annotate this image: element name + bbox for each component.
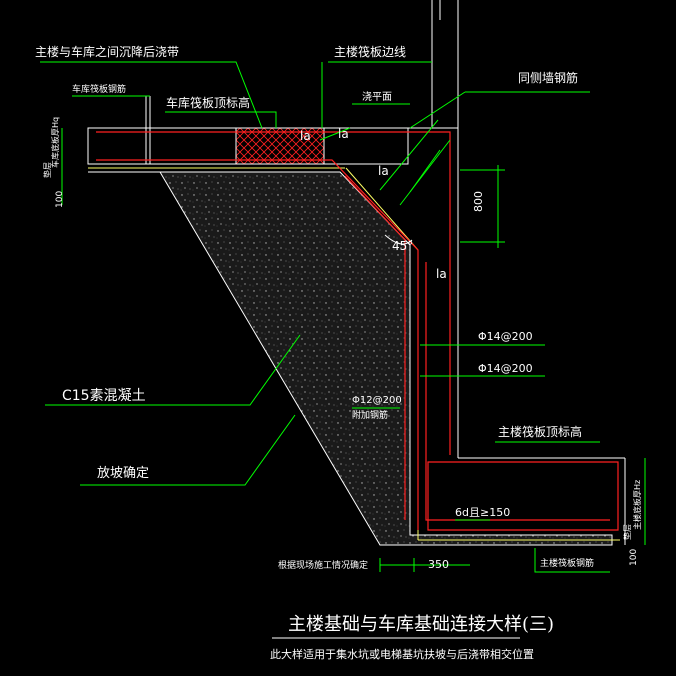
concrete-mass xyxy=(159,171,613,546)
label-same-wall-rebar: 同侧墙钢筋 xyxy=(518,70,578,85)
dim-right-cushion: 100 xyxy=(629,549,639,566)
dim-left-cushion: 100 xyxy=(55,191,65,208)
dim-vertical: 800 xyxy=(472,191,485,212)
dim-horizontal: 350 xyxy=(428,558,449,571)
label-slope: 放坡确定 xyxy=(97,466,149,481)
right-side-note-1: 垫层 xyxy=(622,524,632,540)
label-main-raft-top: 主楼筏板顶标高 xyxy=(498,424,582,439)
label-site-condition: 根据现场施工情况确定 xyxy=(278,559,368,571)
label-rebar-2: Φ14@200 xyxy=(478,362,533,375)
drawing-title: 主楼基础与车库基础连接大样(三) xyxy=(288,614,554,635)
rebar-lines xyxy=(96,131,619,531)
label-main-raft-edge: 主楼筏板边线 xyxy=(334,44,406,59)
label-la-1: la xyxy=(300,129,311,143)
label-pour-top: 浇平面 xyxy=(362,90,392,103)
label-lap-length: 6d且≥150 xyxy=(455,506,510,519)
label-la-4: la xyxy=(436,267,447,281)
garage-slab xyxy=(87,96,409,173)
label-rebar-3: Φ12@200 xyxy=(352,395,402,406)
label-garage-raft-top: 车库筏板顶标高 xyxy=(166,95,250,110)
label-la-3: la xyxy=(378,164,389,178)
drawing-subtitle: 此大样适用于集水坑或电梯基坑扶坡与后浇带相交位置 xyxy=(270,647,534,661)
label-rebar-1: Φ14@200 xyxy=(478,330,533,343)
label-main-raft-rebar: 主楼筏板钢筋 xyxy=(540,557,594,569)
dimension-lines xyxy=(61,128,646,572)
label-post-pour-strip: 主楼与车库之间沉降后浇带 xyxy=(35,44,179,59)
label-added-rebar: 附加钢筋 xyxy=(352,409,388,421)
label-garage-raft-rebar: 车库筏板钢筋 xyxy=(72,83,126,95)
left-side-note-1: 垫层 xyxy=(42,162,52,178)
label-concrete: C15素混凝土 xyxy=(62,388,146,404)
left-side-note-2: 车库底板厚Hq xyxy=(50,117,60,168)
right-side-note-2: 主楼底板厚Hz xyxy=(632,480,642,530)
label-angle: 45° xyxy=(392,239,413,253)
angle-arc xyxy=(384,234,413,245)
label-la-2: la xyxy=(338,127,349,141)
leader-lines xyxy=(40,61,610,573)
